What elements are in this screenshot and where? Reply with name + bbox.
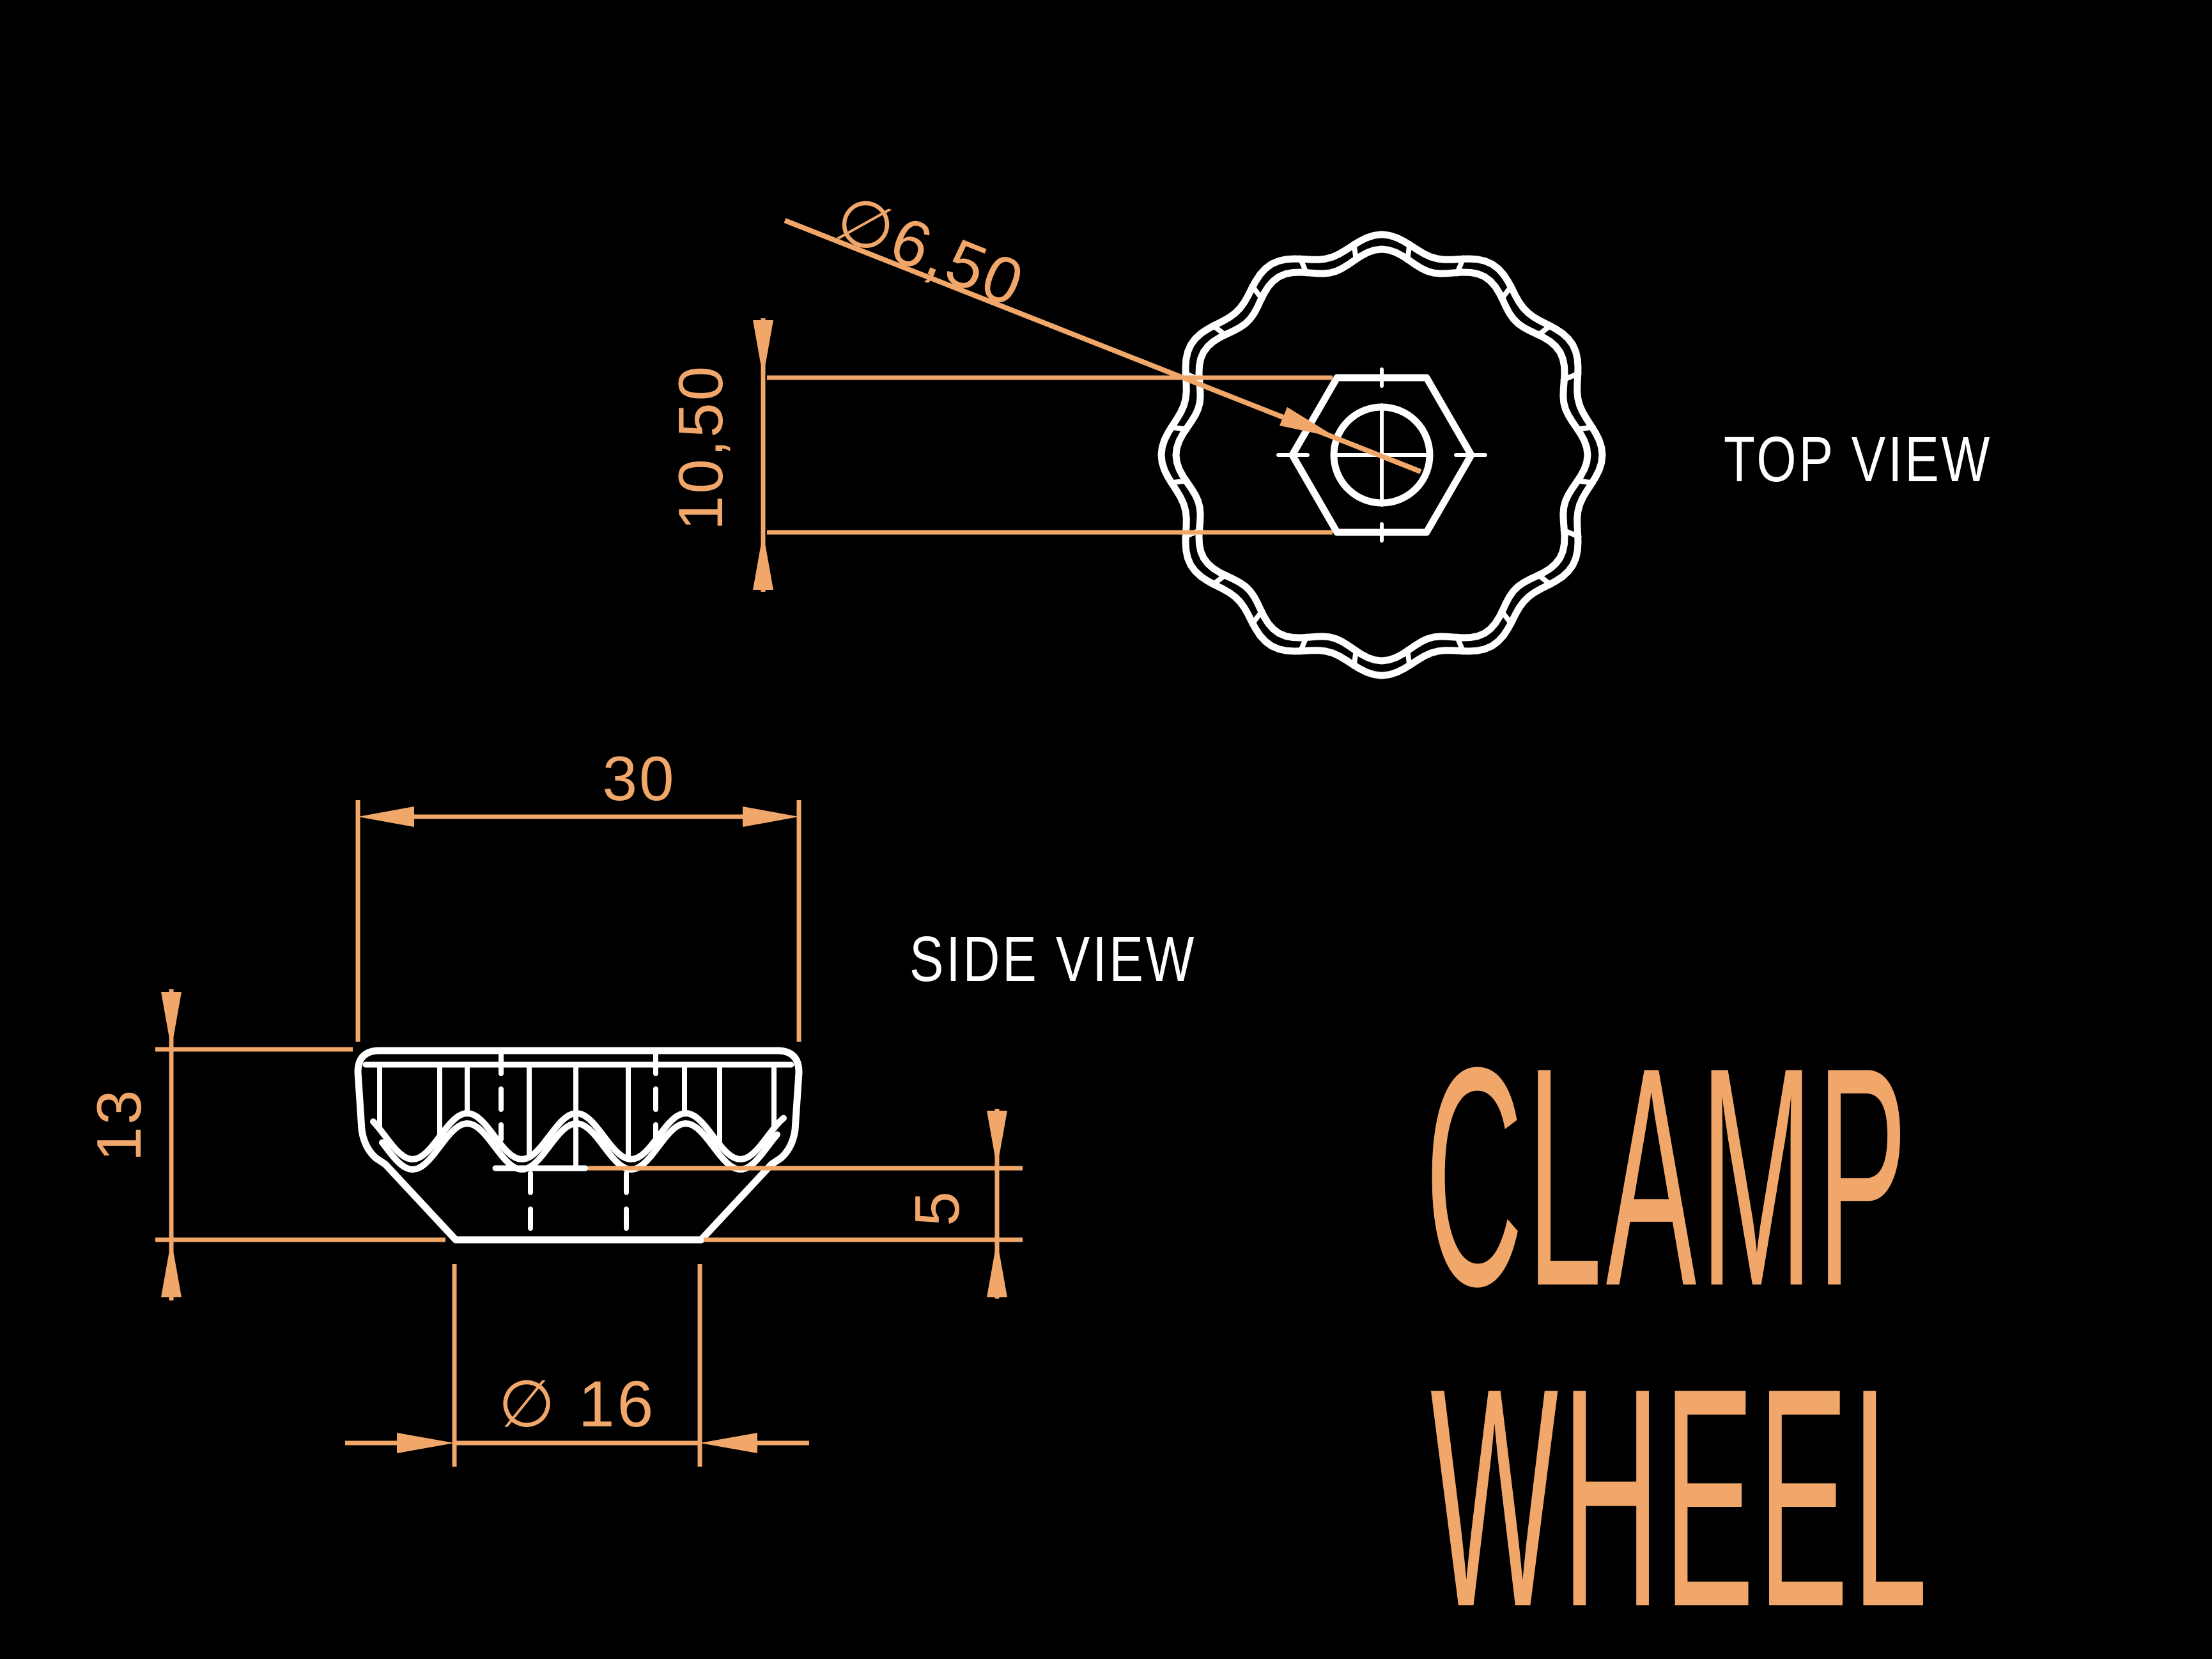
hole-diameter-dim: ∅6,50 [826, 181, 1035, 321]
knob-silhouette [354, 1047, 803, 1244]
lobe-tangent-tick [1498, 608, 1515, 627]
lobe-tangent-tick [1297, 255, 1310, 277]
hex-height-dimension: 10,50 [665, 318, 1333, 592]
hidden-hole-lines [528, 1171, 629, 1238]
hole-leader-arrowhead [1280, 407, 1337, 438]
side-view-label: SIDE VIEW [909, 924, 1196, 996]
lobe-tangent-tick [1535, 322, 1554, 339]
lobe-tangent-tick [1405, 647, 1412, 670]
lobe-tangent-tick [1351, 240, 1359, 263]
lobe-tangent-tick [1405, 240, 1412, 263]
wheel-outer-wavy-edge [1157, 231, 1606, 679]
knurl-wave-lower [379, 1120, 780, 1173]
top-view-label: TOP VIEW [1724, 424, 1992, 496]
knurl-flute-lines [377, 1063, 777, 1168]
scalloped-wheel-outline [1157, 231, 1606, 679]
base-height-dim: 5 [902, 1189, 972, 1226]
lobe-tangent-tick [1498, 283, 1515, 302]
title-block: CLAMP WHEEL [1425, 1003, 1931, 1659]
lobe-tangent-tick [1167, 478, 1190, 486]
lobe-tangent-tick [1297, 633, 1310, 655]
base-diameter-dim: ∅ 16 [499, 1368, 656, 1440]
lobe-tangent-tick [1574, 424, 1597, 432]
side-view: 30 13 5 ∅ 16 [84, 743, 1196, 1467]
lobe-tangent-tick [1454, 633, 1466, 655]
lobe-tangent-tick [1574, 478, 1597, 486]
lobe-tangent-tick [1560, 527, 1582, 539]
lobe-tangent-tick [1249, 608, 1265, 627]
lobe-tangent-tick [1210, 322, 1229, 339]
title-line-2: WHEEL [1430, 1323, 1931, 1659]
base-height-dimension: 5 [588, 1109, 1023, 1299]
lobe-tangent-tick [1454, 255, 1466, 277]
lobe-tangent-tick [1560, 371, 1582, 383]
wheel-inner-wavy-edge [1172, 245, 1591, 665]
lobe-tangent-tick [1210, 571, 1229, 588]
lobe-tangent-tick [1167, 424, 1190, 432]
total-height-dimension: 13 [84, 989, 445, 1300]
title-line-1: CLAMP [1425, 1003, 1911, 1351]
knob-diameter-dimension: 30 [355, 743, 801, 1042]
base-diameter-dimension: ∅ 16 [345, 1264, 809, 1467]
top-view: ∅6,50 10,50 TOP VIEW [665, 181, 1992, 679]
hex-height-dim: 10,50 [665, 364, 736, 530]
knob-diameter-dim: 30 [602, 743, 676, 814]
lobe-tangent-tick [1351, 647, 1359, 670]
hidden-hex-lines [499, 1051, 658, 1142]
lobe-tangent-tick [1249, 283, 1265, 302]
lobe-tangent-tick [1535, 571, 1554, 588]
total-height-dim: 13 [84, 1088, 154, 1161]
